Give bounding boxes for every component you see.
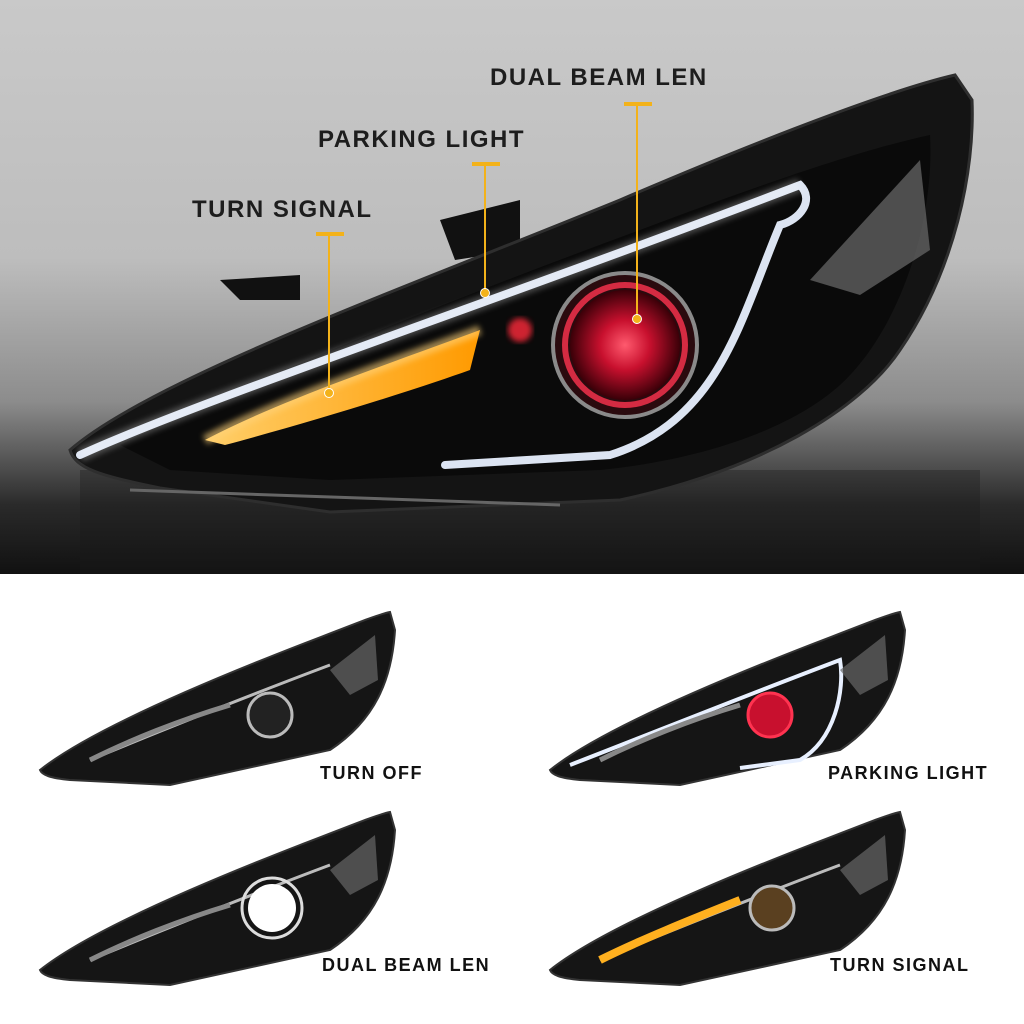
callout-parking-dot	[480, 288, 490, 298]
hero-panel: DUAL BEAM LEN PARKING LIGHT TURN SIGNAL	[0, 0, 1024, 574]
headlight-mode-beam-image	[38, 810, 397, 987]
callout-turn-leader	[328, 236, 330, 392]
mode-label-parking: PARKING LIGHT	[828, 763, 989, 783]
mode-label-beam: DUAL BEAM LEN	[322, 955, 491, 975]
callout-turn-tick	[316, 232, 344, 236]
callout-turn-label: TURN SIGNAL	[192, 196, 373, 223]
headlight-hero-image	[68, 73, 980, 574]
mode-label-off: TURN OFF	[320, 763, 423, 783]
callout-dual-beam-label: DUAL BEAM LEN	[490, 64, 708, 91]
callout-dual-beam-dot	[632, 314, 642, 324]
headlight-mode-parking-image	[548, 610, 907, 787]
callout-parking-tick	[472, 162, 500, 166]
callout-dual-beam-leader	[636, 106, 638, 318]
callout-turn-dot	[324, 388, 334, 398]
mode-label-turn: TURN SIGNAL	[830, 955, 970, 975]
headlight-mode-off-image	[38, 610, 397, 787]
headlight-mode-turn-image	[548, 810, 907, 987]
callout-parking-label: PARKING LIGHT	[318, 126, 526, 153]
callout-parking-leader	[484, 166, 486, 290]
callout-dual-beam-tick	[624, 102, 652, 106]
